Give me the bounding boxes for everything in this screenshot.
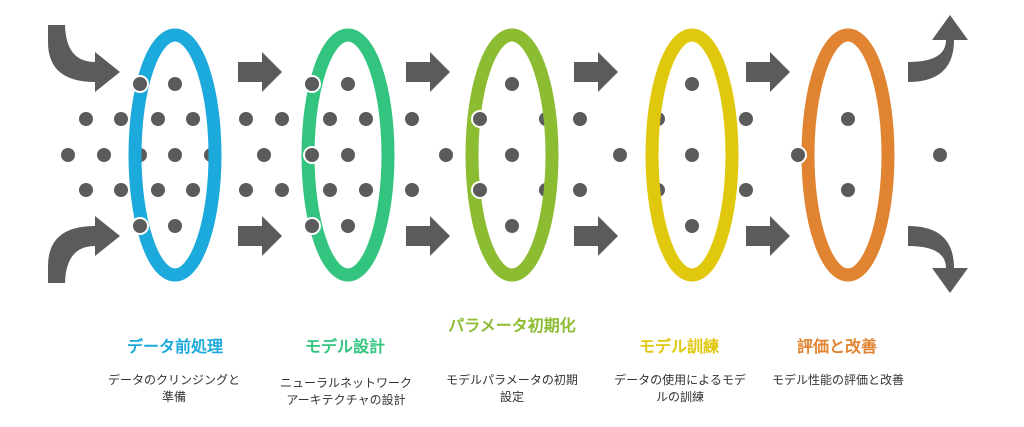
input-arrow-top [48, 25, 120, 92]
stage-title-5: 評価と改善 [796, 337, 877, 356]
process-funnel-diagram [48, 15, 968, 293]
stage-title-4: モデル訓練 [638, 337, 719, 356]
output-arrow-bottom [908, 226, 968, 293]
straight-arrows [238, 52, 790, 256]
output-arrow-top [908, 15, 968, 82]
stage-title-1: データ前処理 [126, 337, 223, 356]
stage-ring-3 [465, 28, 559, 282]
input-arrow-bottom [48, 216, 120, 283]
stage-desc-2: ニューラルネットワークアーキテクチャの設計 [279, 376, 412, 407]
stage-ring-5 [801, 28, 895, 282]
stage-desc-5: モデル性能の評価と改善 [771, 373, 904, 387]
stage-title-2: モデル設計 [304, 337, 385, 356]
stage-ring-1 [128, 28, 222, 282]
stage-desc-4: データの使用によるモデルの訓練 [614, 373, 746, 404]
stage-ring-4 [645, 28, 739, 282]
stage-title-3: パラメータ初期化 [448, 316, 576, 335]
stage-desc-1: データのクリンジングと準備 [107, 373, 240, 404]
stage-desc-3: モデルパラメータの初期設定 [446, 373, 578, 404]
ring-crossing-dots [131, 75, 807, 235]
